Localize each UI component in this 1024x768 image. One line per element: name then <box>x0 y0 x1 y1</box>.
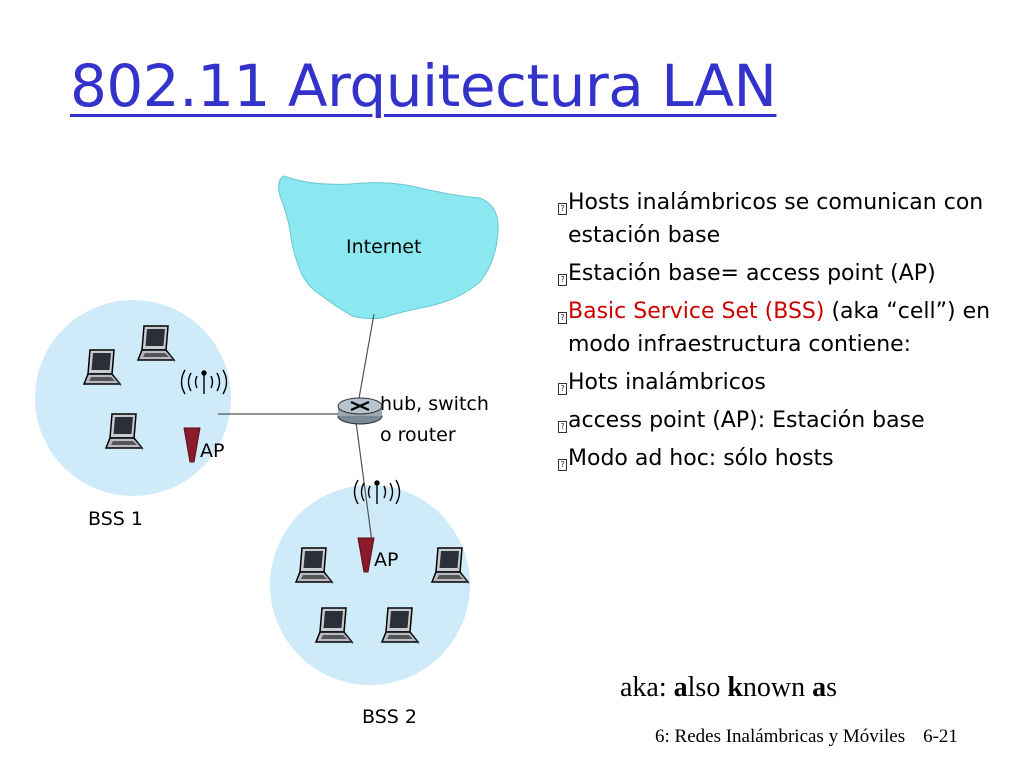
internet-cloud <box>278 175 499 320</box>
bss2-circle <box>270 485 470 685</box>
bullet-item: ?Hosts inalámbricos se comunican con est… <box>558 186 1002 252</box>
router-icon <box>337 397 383 425</box>
ap2-label: AP <box>374 549 398 571</box>
access-point-icon <box>357 537 375 573</box>
bullet-icon: ? <box>558 459 567 471</box>
bullet-icon: ? <box>558 274 567 286</box>
bullet-item: ?Estación base= access point (AP) <box>558 257 1002 290</box>
slide-title: 802.11 Arquitectura LAN <box>70 52 777 120</box>
aka-definition: aka: also known as <box>620 672 838 703</box>
bullet-item: ?Hots inalámbricos <box>558 366 1002 399</box>
bullet-icon: ? <box>558 312 567 324</box>
access-point-icon <box>183 427 201 463</box>
bss1-label: BSS 1 <box>88 508 143 530</box>
bss2-link <box>355 421 373 543</box>
bullet-icon: ? <box>558 203 567 215</box>
router-label-line1: hub, switch <box>380 393 489 415</box>
internet-link <box>357 313 375 405</box>
bullet-icon: ? <box>558 383 567 395</box>
slide-footer: 6: Redes Inalámbricas y Móviles 6-21 <box>655 726 958 748</box>
bullet-item: ?Basic Service Set (BSS) (aka “cell”) en… <box>558 295 1002 361</box>
page-number: 6-21 <box>923 726 958 747</box>
bss1-circle <box>35 300 231 496</box>
footer-chapter: 6: Redes Inalámbricas y Móviles <box>655 726 906 747</box>
bss2-label: BSS 2 <box>362 706 417 728</box>
bullet-item: ?access point (AP): Estación base <box>558 404 1002 437</box>
internet-label: Internet <box>346 236 421 258</box>
ap1-label: AP <box>200 440 224 462</box>
bullet-list: ?Hosts inalámbricos se comunican con est… <box>558 186 1002 480</box>
bullet-item: ?Modo ad hoc: sólo hosts <box>558 442 1002 475</box>
bullet-icon: ? <box>558 421 567 433</box>
router-label-line2: o router <box>380 424 456 446</box>
